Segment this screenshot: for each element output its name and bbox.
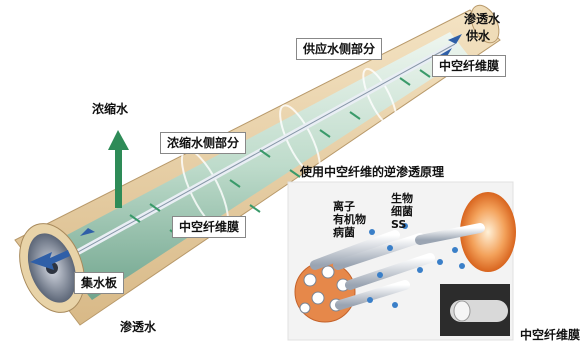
organics-line: 有机物 — [333, 213, 366, 226]
ss-line: SS — [391, 218, 407, 231]
supply-side-label: 供应水侧部分 — [296, 38, 383, 60]
bacteria-line-2: 细菌 — [391, 205, 413, 218]
bio-line: 生物 — [391, 192, 413, 205]
concentrate-side-label: 浓缩水侧部分 — [160, 132, 247, 154]
ions-label: 离子 有机物 病菌 — [333, 200, 366, 239]
inset-title: 使用中空纤维的逆渗透原理 — [300, 165, 445, 179]
permeate-label-top: 渗透水 — [464, 12, 501, 26]
reverse-osmosis-inset — [287, 181, 516, 341]
hollow-fiber-label-mid: 中空纤维膜 — [172, 216, 247, 238]
permeate-label-bottom: 渗透水 — [120, 320, 157, 334]
supply-water-label: 供水 — [466, 29, 491, 43]
hollow-fiber-label-bottom: 中空纤维膜 — [520, 328, 581, 342]
bacteria-line: 病菌 — [333, 226, 355, 239]
concentrate-label: 浓缩水 — [92, 102, 129, 116]
ions-line: 离子 — [333, 200, 355, 213]
membrane-inner-tube — [48, 32, 468, 300]
collector-plate-label: 集水板 — [74, 272, 125, 294]
concentrate-outlet-arrow — [108, 130, 129, 208]
bio-label: 生物 细菌 SS — [391, 192, 413, 231]
hollow-fiber-label-top: 中空纤维膜 — [432, 55, 507, 77]
